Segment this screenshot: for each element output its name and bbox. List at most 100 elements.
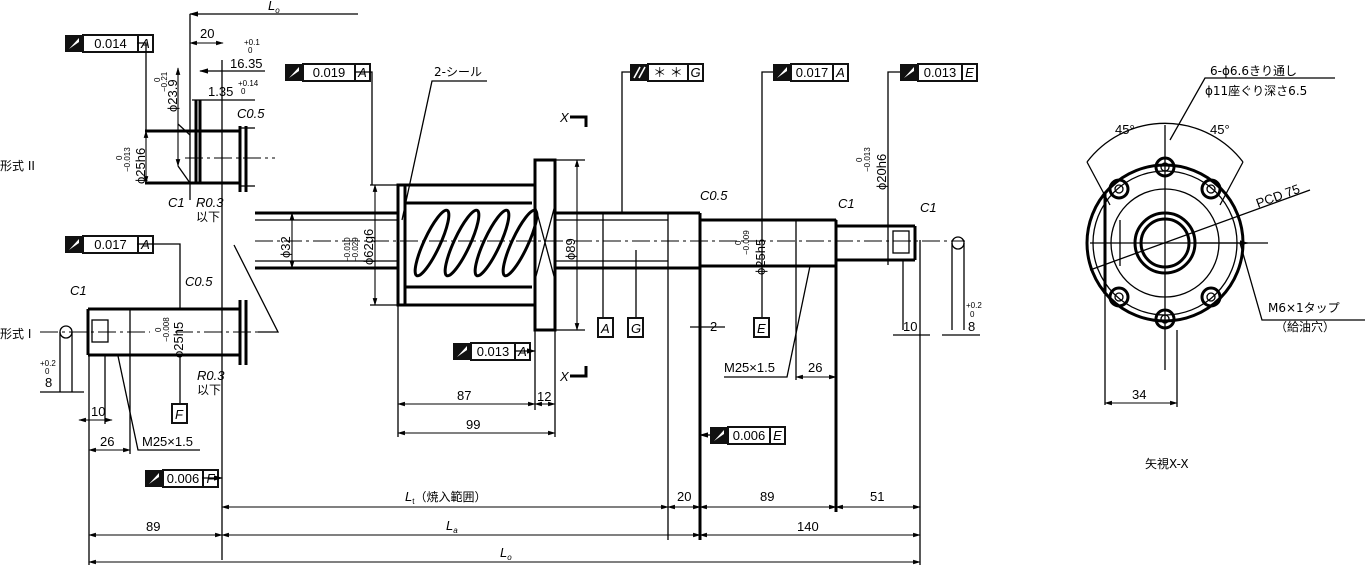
leader bbox=[137, 42, 147, 131]
fcf-parallelism-g: ＊ ＊ G bbox=[630, 63, 704, 82]
tol-25h5-right-lower: −0.009 bbox=[742, 230, 751, 255]
tol-25h6-lower: −0.013 bbox=[123, 147, 132, 172]
fcf-value: ＊ ＊ bbox=[653, 65, 683, 80]
dim-10-right: 10 bbox=[903, 319, 917, 334]
radius-r03-type1: R0.3 bbox=[197, 368, 225, 383]
tol-20h6-lower: −0.013 bbox=[863, 147, 872, 172]
dim-l1: Lt（焼入範囲） bbox=[405, 489, 486, 506]
dim-89-right: 89 bbox=[760, 489, 774, 504]
dim-la: La bbox=[446, 518, 458, 535]
dim-34: 34 bbox=[1132, 387, 1146, 402]
tol-25h5-upper: 0 bbox=[154, 327, 163, 332]
leader bbox=[137, 243, 181, 309]
tap-note: M6×1タップ bbox=[1268, 301, 1340, 315]
chamfer-c05-type1: C0.5 bbox=[185, 274, 213, 289]
datum-f-box bbox=[171, 403, 188, 424]
thread-m25-right: M25×1.5 bbox=[724, 360, 775, 375]
tol-1-35-upper: +0.14 bbox=[238, 79, 259, 88]
angle-right: 45° bbox=[1210, 122, 1230, 137]
tol-16-35-upper: +0.1 bbox=[244, 38, 260, 47]
section-arrow-bottom bbox=[570, 366, 588, 378]
dim-26-right: 26 bbox=[808, 360, 822, 375]
d25h5-right: ϕ25h5 bbox=[753, 239, 768, 275]
dim-99: 99 bbox=[466, 417, 480, 432]
dim-8-type1: 8 bbox=[45, 375, 52, 390]
radius-below-type2: 以下 bbox=[196, 210, 220, 224]
datum-g: G bbox=[631, 321, 641, 336]
fcf-value: 0.013 bbox=[924, 65, 957, 80]
d20h6: ϕ20h6 bbox=[874, 154, 889, 190]
fcf-value: 0.006 bbox=[167, 471, 200, 486]
fcf-value: 0.017 bbox=[94, 237, 127, 252]
chamfer-c1-right-b: C1 bbox=[920, 200, 937, 215]
dim-12: 12 bbox=[537, 389, 551, 404]
fcf-value: 0.013 bbox=[477, 344, 510, 359]
tol-25h5-lower: −0.008 bbox=[162, 317, 171, 342]
d23-9: ϕ23.9 bbox=[165, 79, 180, 112]
fcf-value: 0.017 bbox=[796, 65, 829, 80]
radius-below-type1: 以下 bbox=[197, 383, 221, 397]
tol-62-lower: −0.029 bbox=[351, 237, 360, 262]
dim-26-type1: 26 bbox=[100, 434, 114, 449]
dim-89-left: 89 bbox=[146, 519, 160, 534]
d62g6: ϕ62g6 bbox=[361, 229, 376, 265]
tol-8-lower: 0 bbox=[45, 367, 50, 376]
leader bbox=[621, 71, 630, 213]
section-view-title: 矢視X-X bbox=[1145, 456, 1189, 471]
tol-20h6-upper: 0 bbox=[855, 157, 864, 162]
type1-label: 形式 I bbox=[0, 327, 31, 341]
ball-nut bbox=[370, 158, 585, 437]
parallelism-icon bbox=[630, 64, 648, 81]
fcf-value: 0.019 bbox=[313, 65, 346, 80]
datum-e-box bbox=[753, 317, 770, 338]
section-mark-top: X bbox=[559, 110, 570, 125]
dim-10-type1: 10 bbox=[91, 404, 105, 419]
type2-label: 形式 II bbox=[0, 159, 35, 173]
tol-25h5-right-upper: 0 bbox=[734, 240, 743, 245]
flange-section-view bbox=[1085, 77, 1365, 405]
section-mark-bottom: X bbox=[559, 369, 570, 384]
seal-label: 2-シール bbox=[434, 65, 482, 79]
dim-lo: Lo bbox=[500, 545, 512, 562]
tol-62-upper: −0.010 bbox=[343, 237, 352, 262]
tol-23-9-lower: −0.21 bbox=[160, 71, 169, 92]
section-arrow-top bbox=[570, 115, 588, 127]
dim-16-35: 16.35 bbox=[230, 56, 263, 71]
leader bbox=[761, 71, 773, 318]
tol-8-upper: +0.2 bbox=[40, 359, 56, 368]
angle-left: 45° bbox=[1115, 122, 1135, 137]
d32: ϕ32 bbox=[278, 236, 293, 258]
tol-8-right-lower: 0 bbox=[970, 310, 975, 319]
holes-note-1: 6-ϕ6.6きり通し bbox=[1210, 64, 1297, 78]
datum-f: F bbox=[175, 407, 184, 422]
lo-top-label: Lo bbox=[268, 0, 280, 15]
leader bbox=[355, 71, 373, 185]
tol-16-35-lower: 0 bbox=[248, 46, 253, 55]
fcf-datum: G bbox=[690, 65, 700, 80]
datum-e: E bbox=[757, 321, 766, 336]
fcf-datum: E bbox=[965, 65, 974, 80]
datum-a: A bbox=[600, 321, 610, 336]
tol-25h6-upper: 0 bbox=[115, 155, 124, 160]
tol-8-right-upper: +0.2 bbox=[966, 301, 982, 310]
tol-23-9-upper: 0 bbox=[153, 77, 162, 82]
dim-1-35: 1.35 bbox=[208, 84, 233, 99]
thread-leader bbox=[117, 355, 200, 451]
thread-m25-type1: M25×1.5 bbox=[142, 434, 193, 449]
radius-r03-type2: R0.3 bbox=[196, 195, 224, 210]
chamfer-c1-right-a: C1 bbox=[838, 196, 855, 211]
type1-shaft-end bbox=[40, 244, 280, 565]
dim-140: 140 bbox=[797, 519, 819, 534]
d25h6: ϕ25h6 bbox=[133, 148, 148, 184]
leader bbox=[887, 71, 900, 265]
datum-a-box bbox=[597, 317, 614, 338]
dim-8-right: 8 bbox=[968, 319, 975, 334]
dim-20: 20 bbox=[200, 26, 214, 41]
seal-leader bbox=[401, 80, 487, 221]
datum-g-box bbox=[627, 317, 644, 338]
dim-87: 87 bbox=[457, 388, 471, 403]
